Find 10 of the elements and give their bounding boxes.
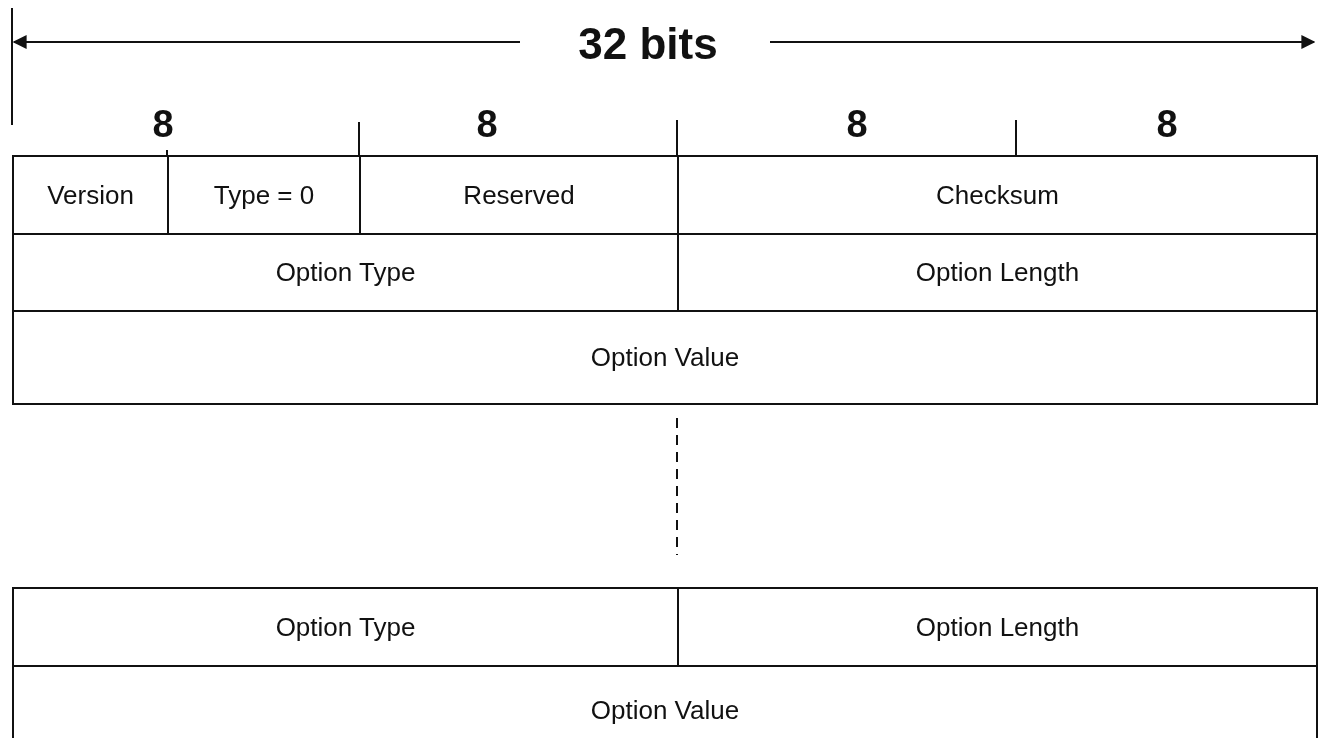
bit-width-label: 8 xyxy=(476,105,498,143)
packet-field: Option Length xyxy=(677,587,1318,667)
packet-field: Option Type xyxy=(12,587,679,667)
packet-field: Option Value xyxy=(12,665,1318,738)
bit-width-label: 8 xyxy=(1156,105,1178,143)
packet-field: Option Value xyxy=(12,310,1318,405)
bit-width-label: 8 xyxy=(846,105,868,143)
packet-field: Checksum xyxy=(677,155,1318,235)
bit-width-label: 8 xyxy=(152,105,174,143)
packet-field: Version xyxy=(12,155,169,235)
